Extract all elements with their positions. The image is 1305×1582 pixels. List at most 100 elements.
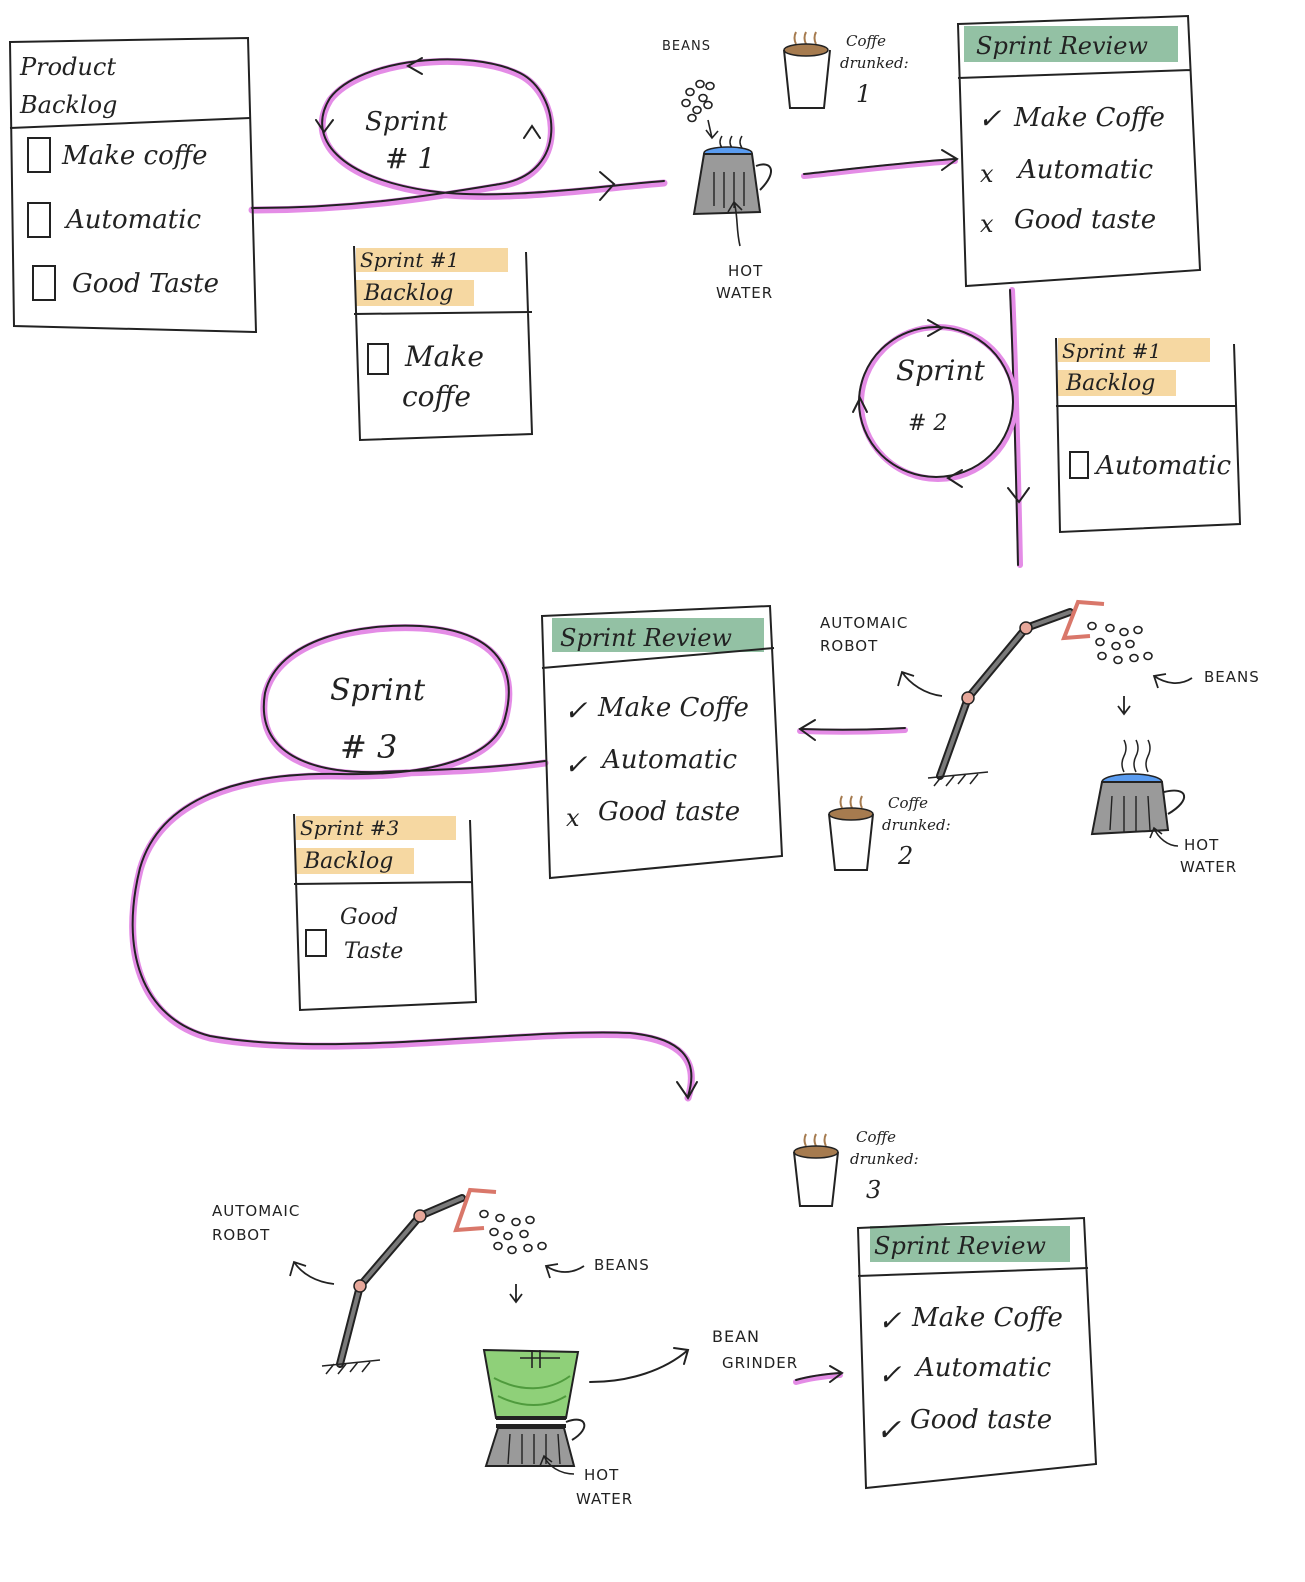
final-grinder-machine: HOT WATER BEAN GRINDER (482, 1327, 797, 1508)
sprint1-backlog-item-1: Make (404, 340, 484, 373)
sprint3-beans-down-arrow (1117, 696, 1131, 716)
final-review-highlight (870, 1226, 1070, 1262)
sprint2-line-pink (1009, 287, 1023, 568)
sprint1-cup-steam (793, 31, 817, 45)
final-beans-down-arrow (509, 1284, 523, 1304)
sprint1-review-mark-1: ✓ (978, 102, 1002, 135)
sprint3-robot-arm-lower-fill (938, 626, 1028, 778)
sprint3-coffee-label-2: drunked: (882, 816, 951, 834)
sprint1-beans-arrow (705, 119, 719, 140)
sprint2-loop-label: Sprint # 2 (896, 354, 985, 436)
sprint3-review-mark-1: ✓ (564, 694, 588, 727)
sprint1-backlog-item-2: coffe (402, 380, 471, 413)
final-grinder-blades (520, 1350, 560, 1368)
final-pot-handle (565, 1418, 586, 1441)
product-backlog-title-1: Product (19, 53, 116, 81)
final-review-title: Sprint Review (874, 1232, 1046, 1260)
sprint2-backlog-title-1: Sprint #1 (1062, 339, 1161, 363)
sprint3-robot-label-1: AUTOMAIC (820, 614, 908, 632)
sprint3-review-border (540, 604, 784, 880)
product-backlog: Product Backlog Make coffe Automatic Goo… (8, 36, 258, 334)
grinder-to-review-pink (793, 1372, 843, 1385)
final-robot-base (321, 1359, 381, 1375)
final-review-item-2: Automatic (914, 1353, 1052, 1383)
final-water-arrow (539, 1454, 575, 1475)
robot-to-review-pink (797, 727, 908, 735)
sprint3-cup-coffee (828, 807, 874, 821)
product-backlog-checkbox-3 (32, 265, 56, 301)
sprint2-down-arrowhead (1007, 487, 1030, 504)
final-cup-coffee (793, 1145, 839, 1159)
sprint2-backlog-highlight-1 (1058, 338, 1210, 362)
sprint1-label-2: # 1 (385, 142, 435, 175)
sprint3-robot-joint-1 (961, 691, 975, 705)
final-cup (793, 1151, 839, 1207)
sprint3-water-label-2: WATER (1180, 858, 1237, 876)
sprint3-pot-handle (1163, 789, 1186, 815)
sprint1-flow-pink (248, 57, 668, 214)
sprint2-backlog-item: Automatic (1094, 451, 1232, 481)
product-backlog-border (8, 36, 258, 334)
sprint3-robot-base (927, 771, 989, 787)
sprint1-loop-arrow-left (315, 119, 334, 134)
sprint3-arrowhead (676, 1081, 698, 1100)
sprint1-backlog-checkbox (367, 343, 389, 375)
final-beans (479, 1209, 547, 1255)
sprint3-review-mark-2: ✓ (564, 748, 588, 781)
sprint3-beans-label-arrow (1152, 673, 1193, 689)
sprint3-robot-arm-lower (936, 624, 1030, 780)
sprint3-review: Sprint Review ✓ Make Coffe ✓ Automatic x… (540, 604, 784, 880)
robot-to-review-ink (799, 727, 906, 731)
sprint3-water-arrow (1149, 826, 1179, 847)
final-cup-steam (803, 1133, 827, 1147)
pot-to-review-ink (803, 158, 956, 175)
sprint1-coffee-label-1: Coffe (846, 32, 886, 50)
product-backlog-checkbox-2 (27, 202, 51, 238)
sprint1-arrowhead (599, 171, 616, 201)
sprint3-backlog-title-2: Backlog (303, 849, 393, 874)
sprint3-backlog-highlight-1 (296, 816, 456, 840)
final-water-label-1: HOT (584, 1466, 619, 1484)
final-pot-stripes (507, 1433, 561, 1465)
sprint1-coffee-cup: Coffe drunked: 1 (783, 31, 909, 109)
sprint2-backlog-border (1055, 337, 1242, 534)
sprint2-backlog-checkbox (1069, 451, 1089, 479)
sprint1-review-highlight (964, 26, 1178, 62)
final-review-mark-2: ✓ (878, 1358, 902, 1391)
final-robot-joint-1 (353, 1279, 367, 1293)
sprint1-review-title: Sprint Review (976, 32, 1148, 60)
pot-to-review-arrowhead (941, 149, 959, 171)
sprint1-pot-handle (755, 163, 772, 191)
sprint1-water-label-2: WATER (716, 284, 773, 302)
final-robot-gripper (453, 1187, 497, 1233)
sprint2-label-2: # 2 (908, 411, 947, 436)
sprint3-beans-label: BEANS (1204, 668, 1260, 686)
product-backlog-title-2: Backlog (19, 91, 117, 119)
sprint1-coffee-label-2: drunked: (840, 54, 909, 72)
final-review: Sprint Review ✓ Make Coffe ✓ Automatic ✓… (856, 1216, 1098, 1490)
sprint1-coffee-count: 1 (856, 80, 871, 108)
sprint3-robot-joint-2 (1019, 621, 1033, 635)
final-coffee-count: 3 (866, 1176, 881, 1204)
sprint3-backlog-highlight-2 (296, 848, 414, 874)
sprint3-cup (828, 813, 874, 871)
sprint1-review-item-2: Automatic (1016, 155, 1154, 185)
sprint1-review-item-1: Make Coffe (1013, 103, 1165, 133)
sprint3-label-1: Sprint (330, 673, 426, 708)
sprint3-review-title: Sprint Review (560, 624, 732, 652)
final-review-item-1: Make Coffe (911, 1303, 1063, 1333)
final-review-item-3: Good taste (910, 1405, 1052, 1435)
sprint1-backlog-highlight-1 (356, 248, 508, 272)
sprint1-backlog-highlight-2 (356, 280, 474, 306)
final-robot-arm-lower (336, 1212, 424, 1368)
final-water-label-2: WATER (576, 1490, 633, 1508)
final-coffee-cup: Coffe drunked: 3 (793, 1128, 919, 1207)
sprint3-water-label-1: HOT (1184, 836, 1219, 854)
sprint1-steam (719, 135, 743, 149)
sprint3-robot-arm-upper-fill (1024, 610, 1072, 630)
final-review-border (856, 1216, 1098, 1490)
sprint2-loop-arrow-top (927, 319, 945, 337)
final-robot-label-arrow (289, 1260, 335, 1285)
sprint1-coffee-machine: BEANS HOT WATER (662, 39, 773, 302)
